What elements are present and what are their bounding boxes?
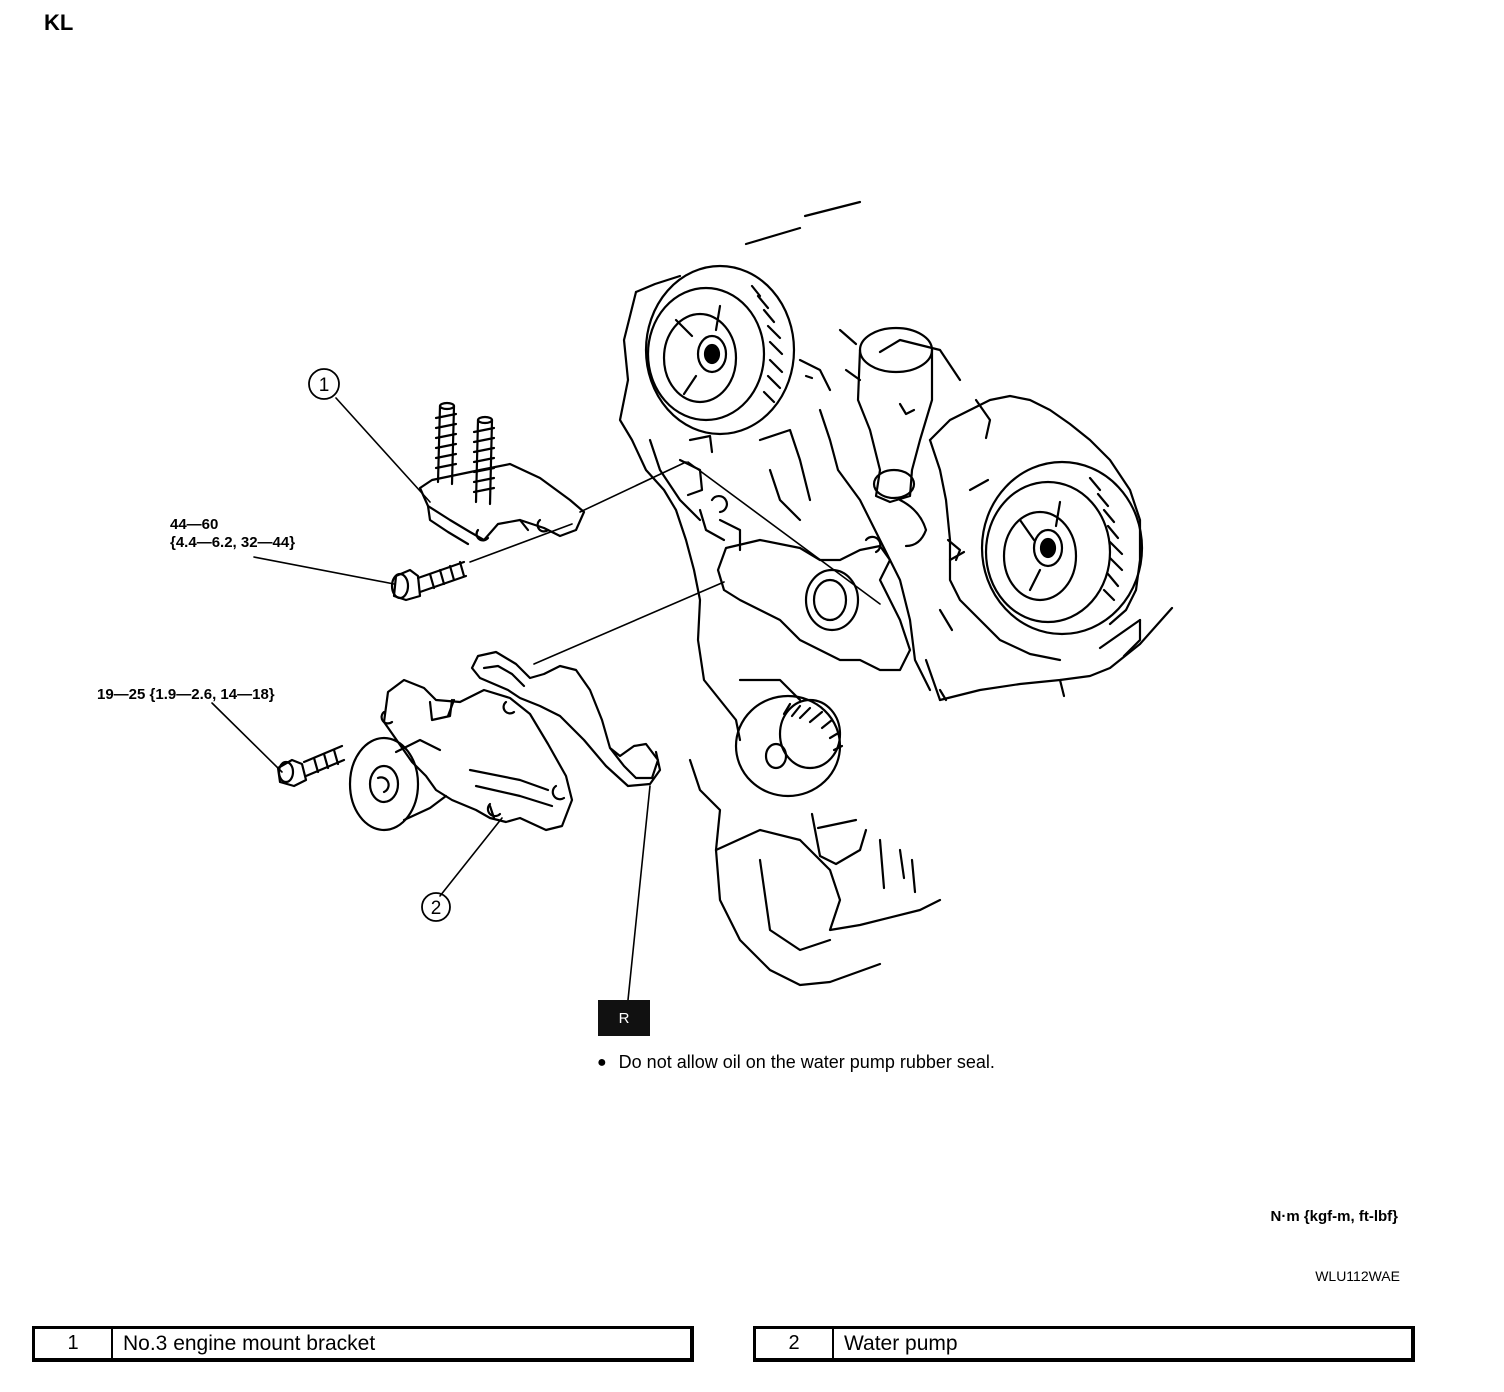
torque-units: N·m {kgf-m, ft-lbf}: [1270, 1208, 1399, 1225]
part-name: Water pump: [844, 1331, 958, 1355]
bracket-bolt: [390, 560, 468, 602]
parts-legend-row: 1 No.3 engine mount bracket: [32, 1326, 694, 1362]
torque-spec-bracket-line2: {4.4—6.2, 32—44}: [170, 534, 296, 551]
part-name: No.3 engine mount bracket: [123, 1331, 376, 1355]
callout-1: [308, 368, 340, 400]
callout-1-label: 1: [319, 375, 330, 396]
torque-spec-bracket-line1: 44—60: [170, 516, 219, 533]
pump-mount-face: [710, 495, 912, 672]
service-note: ● Do not allow oil on the water pump rub…: [597, 1052, 995, 1073]
engine-block: [618, 200, 1174, 987]
torque-spec-pump-bolt: 19—25 {1.9—2.6, 14—18}: [97, 686, 275, 703]
water-pump-rubber-seal: [470, 650, 662, 788]
part-number: 2: [756, 1329, 834, 1358]
torque-spec-bracket-bolt: 44—60 {4.4—6.2, 32—44}: [170, 516, 295, 552]
service-note-text: Do not allow oil on the water pump rubbe…: [618, 1052, 995, 1072]
parts-legend-row: 2 Water pump: [753, 1326, 1415, 1362]
engine-mount-bracket: [418, 401, 586, 546]
cam-pulley-left: [644, 264, 796, 436]
thermostat-housing: [844, 326, 934, 504]
part-number: 1: [35, 1329, 113, 1358]
bullet-icon: ●: [597, 1053, 607, 1071]
cam-pulley-right: [980, 460, 1144, 636]
water-pump-body: [348, 678, 574, 832]
engine-code: KL: [44, 10, 74, 35]
figure-code: WLU112WAE: [1315, 1268, 1400, 1284]
replace-part-mark: R: [598, 1000, 650, 1036]
callout-2: [421, 892, 451, 922]
leader-lines: [211, 397, 881, 1001]
water-pump-bolt: [276, 744, 346, 788]
callout-2-label: 2: [431, 898, 442, 919]
crank-sprocket: [734, 694, 868, 866]
